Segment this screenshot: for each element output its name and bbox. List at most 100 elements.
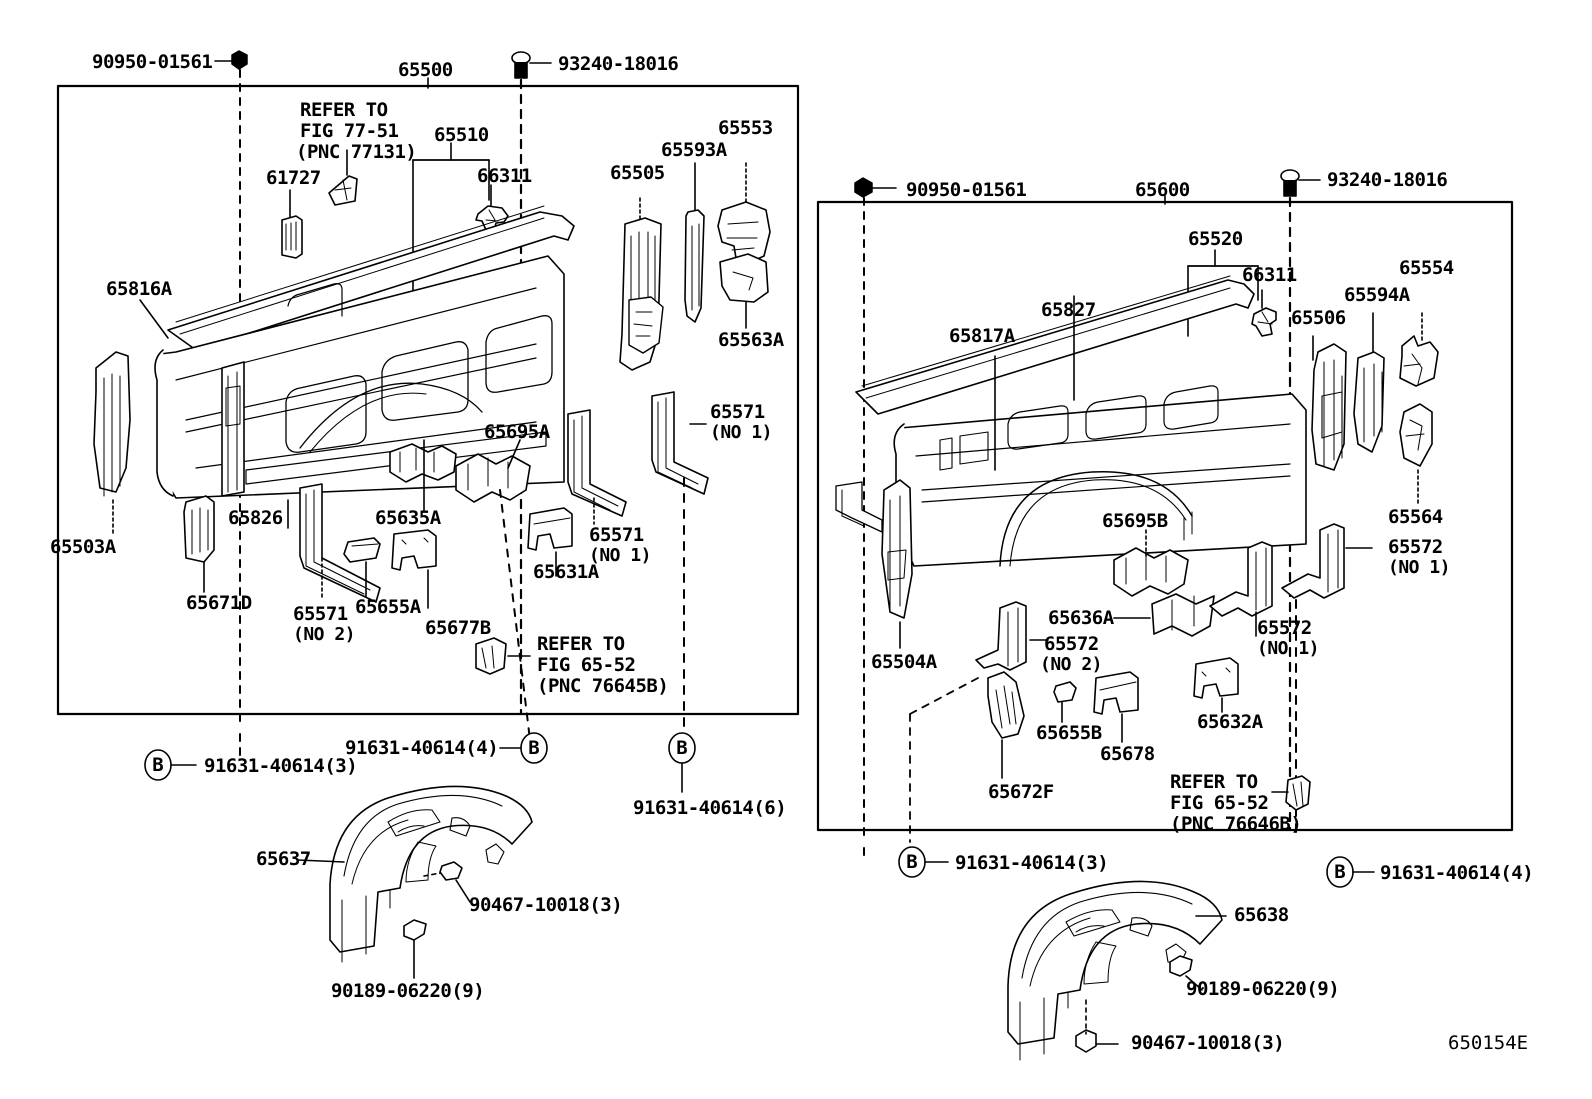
label-65816A[interactable]: 65816A: [106, 278, 172, 300]
label-91631-left-1[interactable]: 91631-40614(3): [204, 755, 358, 777]
ref-fig-65-52-left-line2[interactable]: FIG 65-52: [537, 654, 636, 676]
nut-icon-right: [854, 177, 873, 198]
label-66311-right[interactable]: 66311: [1242, 264, 1297, 286]
label-90950-01561-right[interactable]: 90950-01561: [906, 179, 1027, 201]
label-65572-no2[interactable]: 65572: [1044, 633, 1099, 655]
bolt-marker-left-1[interactable]: B: [145, 750, 171, 780]
ref-fig-65-52-right-line1[interactable]: REFER TO: [1170, 771, 1258, 793]
label-65655B[interactable]: 65655B: [1036, 722, 1102, 744]
leader-90467-left: [455, 879, 471, 903]
part-65635A: [389, 443, 457, 483]
clip-90467-right: [1075, 1029, 1097, 1053]
ref-fig-77-51-line2[interactable]: FIG 77-51: [300, 120, 399, 142]
part-65571-no1-b: [651, 391, 709, 495]
ref-fig-65-52-left-line1[interactable]: REFER TO: [537, 633, 625, 655]
label-65594A[interactable]: 65594A: [1344, 284, 1410, 306]
label-91631-left-3[interactable]: 91631-40614(6): [633, 797, 787, 819]
part-65655A: [343, 537, 381, 563]
label-65572-no1-a[interactable]: 65572: [1257, 617, 1312, 639]
label-65817A[interactable]: 65817A: [949, 325, 1015, 347]
label-65593A[interactable]: 65593A: [661, 139, 727, 161]
part-65637-liner: [329, 785, 533, 953]
label-65655A[interactable]: 65655A: [355, 596, 421, 618]
dash-65672F-hook: [909, 677, 979, 715]
label-65564[interactable]: 65564: [1388, 506, 1443, 528]
label-91631-left-2[interactable]: 91631-40614(4): [345, 737, 499, 759]
part-65571-no1-a: [567, 409, 627, 517]
label-65571-no1-a[interactable]: 65571: [589, 524, 644, 546]
label-66311-left[interactable]: 66311: [477, 165, 532, 187]
label-65554[interactable]: 65554: [1399, 257, 1454, 279]
grommet-90189-left: [403, 919, 427, 941]
ref-fig-65-52-left-line3[interactable]: (PNC 76645B): [537, 675, 669, 697]
label-65636A[interactable]: 65636A: [1048, 607, 1114, 629]
label-65563A[interactable]: 65563A: [718, 329, 784, 351]
label-65638[interactable]: 65638: [1234, 904, 1289, 926]
label-90467-left[interactable]: 90467-10018(3): [469, 894, 623, 916]
label-65678[interactable]: 65678: [1100, 743, 1155, 765]
part-65638-liner: [1007, 880, 1223, 1045]
label-65571-no1-b[interactable]: 65571: [710, 401, 765, 423]
label-93240-18016-right[interactable]: 93240-18016: [1327, 169, 1448, 191]
label-65671D[interactable]: 65671D: [186, 592, 252, 614]
part-65504A: [881, 479, 913, 619]
ref-fig-77-51-line3[interactable]: (PNC 77131): [296, 141, 417, 163]
label-90189-right[interactable]: 90189-06220(9): [1186, 978, 1340, 1000]
label-65695A[interactable]: 65695A: [484, 421, 550, 443]
label-65500-title[interactable]: 65500: [398, 59, 453, 81]
label-65572-no1-b[interactable]: 65572: [1388, 536, 1443, 558]
part-65593A: [684, 209, 705, 323]
label-65572-no1-b-sub: (NO 1): [1388, 557, 1451, 578]
part-65563A: [719, 253, 769, 303]
label-65695B[interactable]: 65695B: [1102, 510, 1168, 532]
label-65672F[interactable]: 65672F: [988, 781, 1054, 803]
label-65571-no2[interactable]: 65571: [293, 603, 348, 625]
ref-fig-65-52-right-line2[interactable]: FIG 65-52: [1170, 792, 1269, 814]
label-61727[interactable]: 61727: [266, 167, 321, 189]
bolt-marker-left-2[interactable]: B: [521, 733, 547, 763]
label-65632A[interactable]: 65632A: [1197, 711, 1263, 733]
part-ref6552-right: [1285, 775, 1311, 811]
part-65695B: [1113, 547, 1189, 597]
label-90189-left[interactable]: 90189-06220(9): [331, 980, 485, 1002]
ref-fig-65-52-right-line3[interactable]: (PNC 76646B): [1170, 813, 1302, 835]
label-93240-18016-left[interactable]: 93240-18016: [558, 53, 679, 75]
part-ref7751-wedge: [328, 175, 358, 206]
label-65504A[interactable]: 65504A: [871, 651, 937, 673]
bolt-marker-right-1[interactable]: B: [899, 847, 925, 877]
part-65826-post: [221, 361, 245, 497]
bolt-marker-left-1-text: B: [152, 754, 164, 776]
label-65505[interactable]: 65505: [610, 162, 665, 184]
ref-fig-77-51-line1[interactable]: REFER TO: [300, 99, 388, 121]
label-65600-title[interactable]: 65600: [1135, 179, 1190, 201]
label-65506[interactable]: 65506: [1291, 307, 1346, 329]
label-91631-right-2[interactable]: 91631-40614(4): [1380, 862, 1534, 884]
part-65677B: [391, 529, 437, 571]
label-65631A[interactable]: 65631A: [533, 561, 599, 583]
label-65571-no1-b-sub: (NO 1): [710, 422, 773, 443]
grommet-90189-right: [1169, 955, 1193, 977]
figure-id: 650154E: [1448, 1032, 1529, 1054]
label-65827[interactable]: 65827: [1041, 299, 1096, 321]
label-65520[interactable]: 65520: [1188, 228, 1243, 250]
label-90950-01561-left[interactable]: 90950-01561: [92, 51, 213, 73]
part-61727: [281, 215, 303, 259]
label-65510[interactable]: 65510: [434, 124, 489, 146]
label-65637[interactable]: 65637: [256, 848, 311, 870]
label-65635A[interactable]: 65635A: [375, 507, 441, 529]
bolt-marker-right-2[interactable]: B: [1327, 857, 1353, 887]
panel-foot-right: [835, 481, 883, 533]
label-65677B[interactable]: 65677B: [425, 617, 491, 639]
bolt-marker-left-2-text: B: [528, 737, 540, 759]
label-90467-right[interactable]: 90467-10018(3): [1131, 1032, 1285, 1054]
bolt-marker-left-3[interactable]: B: [669, 733, 695, 763]
part-65572-no2: [975, 601, 1027, 671]
label-91631-right-1[interactable]: 91631-40614(3): [955, 852, 1109, 874]
bolt-marker-left-3-text: B: [676, 737, 688, 759]
label-65826[interactable]: 65826: [228, 507, 283, 529]
label-65503A[interactable]: 65503A: [50, 536, 116, 558]
label-65553[interactable]: 65553: [718, 117, 773, 139]
label-65571-no2-sub: (NO 2): [293, 624, 356, 645]
leader-65816A: [139, 299, 169, 339]
